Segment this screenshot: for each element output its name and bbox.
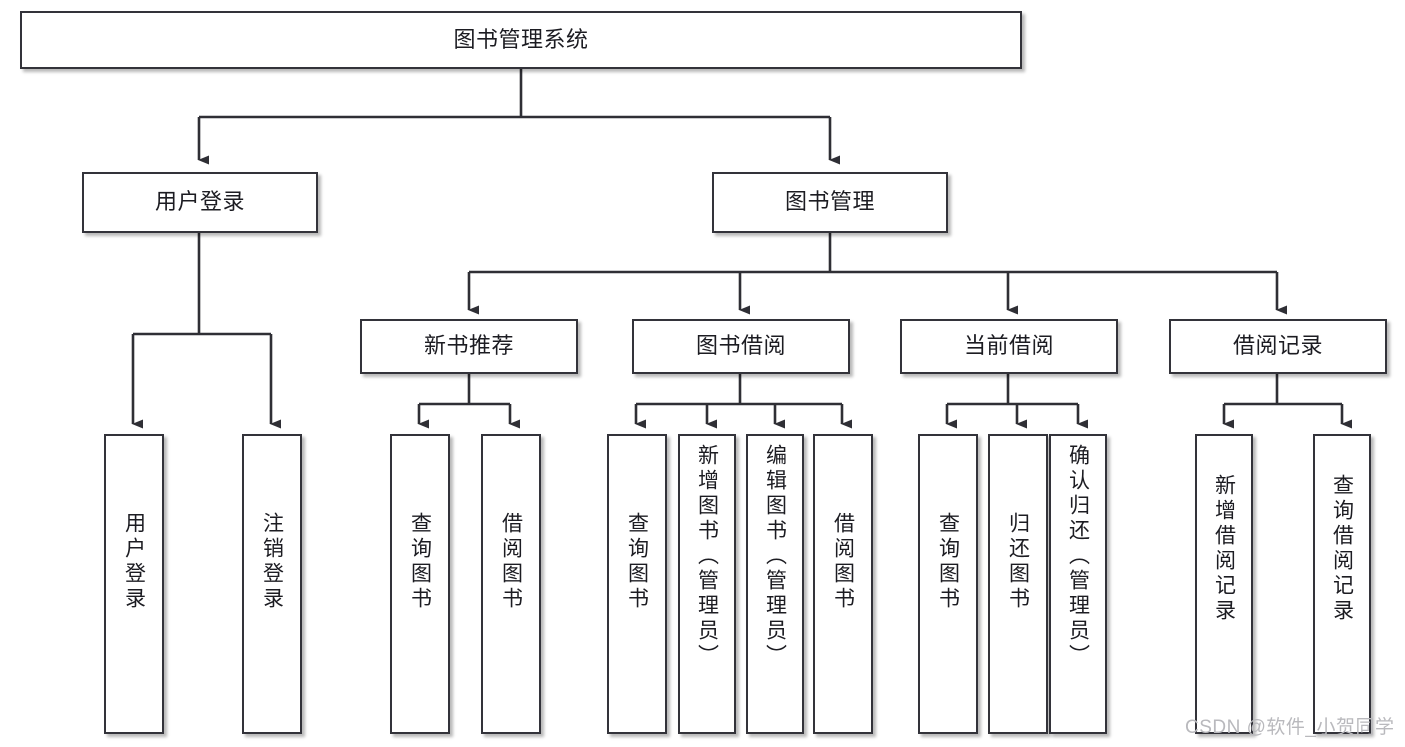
node-leaf-query-book-1[interactable]: 查询图书 (390, 434, 450, 734)
node-leaf-query-record[interactable]: 查询借阅记录 (1313, 434, 1371, 734)
node-leaf-borrow-book-1[interactable]: 借阅图书 (481, 434, 541, 734)
node-leaf-add-record[interactable]: 新增借阅记录 (1195, 434, 1253, 734)
csdn-watermark: CSDN @软件_小贺同学 (1185, 717, 1395, 738)
node-leaf-borrow-book-2-label: 借阅图书 (831, 512, 855, 612)
node-leaf-query-book-1-label: 查询图书 (408, 512, 432, 612)
node-leaf-query-record-label: 查询借阅记录 (1330, 474, 1354, 624)
node-leaf-confirm-return-label: 确认归还（管理员） (1066, 444, 1090, 669)
node-leaf-logout-login-label: 注销登录 (260, 512, 284, 612)
node-leaf-query-book-2-label: 查询图书 (625, 512, 649, 612)
node-leaf-add-record-label: 新增借阅记录 (1212, 474, 1236, 624)
node-leaf-confirm-return[interactable]: 确认归还（管理员） (1049, 434, 1107, 734)
node-leaf-logout-login[interactable]: 注销登录 (242, 434, 302, 734)
node-leaf-edit-book-label: 编辑图书（管理员） (763, 444, 787, 669)
node-leaf-add-book-label: 新增图书（管理员） (695, 444, 719, 669)
node-new-book-recommend-label: 新书推荐 (423, 333, 514, 359)
node-leaf-return-book[interactable]: 归还图书 (988, 434, 1048, 734)
node-borrow-record-label: 借阅记录 (1232, 333, 1323, 359)
node-leaf-query-book-2[interactable]: 查询图书 (607, 434, 667, 734)
node-root-system-label: 图书管理系统 (453, 26, 589, 52)
node-leaf-user-login[interactable]: 用户登录 (104, 434, 164, 734)
node-user-login[interactable]: 用户登录 (82, 172, 318, 233)
node-leaf-query-book-3-label: 查询图书 (936, 512, 960, 612)
node-user-login-label: 用户登录 (154, 189, 245, 215)
node-root-system[interactable]: 图书管理系统 (20, 11, 1022, 69)
node-book-borrow[interactable]: 图书借阅 (632, 319, 850, 374)
node-leaf-query-book-3[interactable]: 查询图书 (918, 434, 978, 734)
node-borrow-record[interactable]: 借阅记录 (1169, 319, 1387, 374)
node-leaf-edit-book[interactable]: 编辑图书（管理员） (746, 434, 804, 734)
node-leaf-borrow-book-1-label: 借阅图书 (499, 512, 523, 612)
node-book-management[interactable]: 图书管理 (712, 172, 948, 233)
node-book-borrow-label: 图书借阅 (695, 333, 786, 359)
node-current-borrow-label: 当前借阅 (963, 333, 1054, 359)
node-new-book-recommend[interactable]: 新书推荐 (360, 319, 578, 374)
node-leaf-borrow-book-2[interactable]: 借阅图书 (813, 434, 873, 734)
node-leaf-return-book-label: 归还图书 (1006, 512, 1030, 612)
node-leaf-user-login-label: 用户登录 (122, 512, 146, 612)
node-leaf-add-book[interactable]: 新增图书（管理员） (678, 434, 736, 734)
node-book-management-label: 图书管理 (784, 189, 875, 215)
node-current-borrow[interactable]: 当前借阅 (900, 319, 1118, 374)
